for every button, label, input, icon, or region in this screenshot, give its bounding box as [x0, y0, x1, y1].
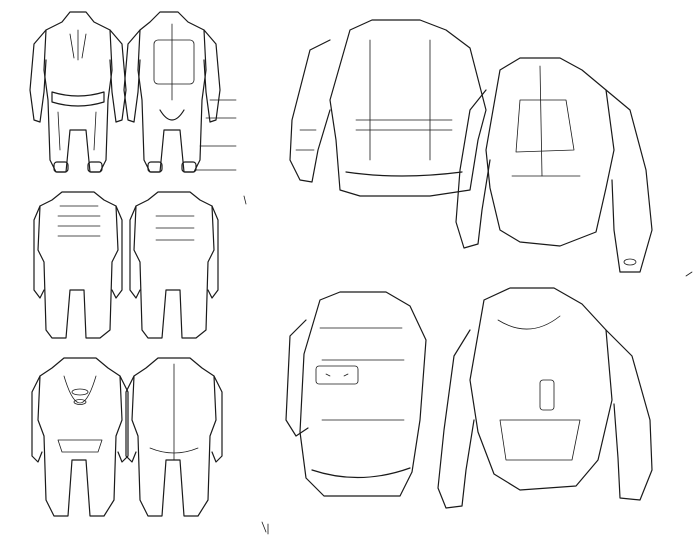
suit-sketch-row3-back [31, 357, 129, 517]
suit-sketch-back-view [29, 11, 127, 173]
jacket-sketch-armored-front [437, 287, 653, 509]
suit-sketch-front-view [123, 11, 237, 173]
suit-sketch-row3-front [125, 357, 223, 517]
jacket-sketch-back-view [289, 19, 487, 197]
vest-sketch-back-view [285, 291, 427, 497]
suit-sketch-row2-front [129, 191, 219, 339]
jacket-sketch-front-view [455, 57, 653, 273]
signature-mark [243, 195, 693, 535]
suit-sketch-row2-back [33, 191, 123, 339]
